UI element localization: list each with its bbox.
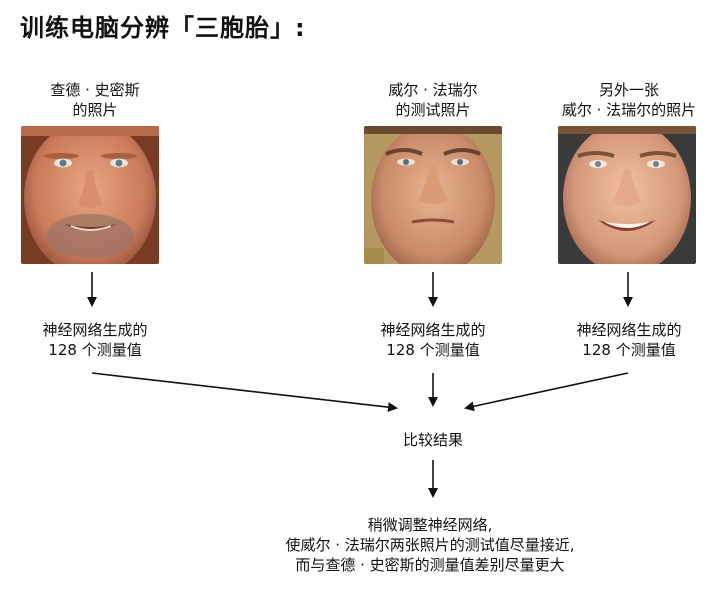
measurement-line: 128 个测量值 bbox=[48, 341, 142, 359]
caption-line: 威尔 · 法瑞尔的照片 bbox=[561, 101, 697, 119]
measurement-line: 128 个测量值 bbox=[582, 341, 676, 359]
measurement-line: 128 个测量值 bbox=[386, 341, 480, 359]
measurement-line: 神经网络生成的 bbox=[576, 321, 682, 339]
photo-will-ferrell-test bbox=[364, 126, 502, 264]
caption-line: 的测试照片 bbox=[395, 101, 471, 119]
measurement-label-chad: 神经网络生成的 128 个测量值 bbox=[30, 320, 160, 360]
adjustment-line: 稍微调整神经网络, bbox=[367, 516, 493, 534]
photo-will-ferrell-other bbox=[558, 126, 696, 264]
measurement-label-will-other: 神经网络生成的 128 个测量值 bbox=[564, 320, 694, 360]
caption-line: 另外一张 bbox=[598, 81, 659, 99]
measurement-line: 神经网络生成的 bbox=[42, 321, 148, 339]
adjustment-line: 使威尔 · 法瑞尔两张照片的测试值尽量接近, bbox=[285, 536, 575, 554]
diagram-title: 训练电脑分辨「三胞胎」: bbox=[20, 14, 306, 42]
caption-chad: 查德 · 史密斯 的照片 bbox=[30, 80, 160, 120]
compare-results-label: 比较结果 bbox=[402, 431, 463, 449]
adjustment-line: 而与查德 · 史密斯的测量值差别尽量更大 bbox=[295, 556, 565, 574]
measurement-label-will-test: 神经网络生成的 128 个测量值 bbox=[368, 320, 498, 360]
caption-will-test: 威尔 · 法瑞尔 的测试照片 bbox=[368, 80, 498, 120]
arrow-chad-to-compare bbox=[91, 372, 398, 413]
measurement-line: 神经网络生成的 bbox=[380, 321, 486, 339]
caption-line: 的照片 bbox=[72, 101, 118, 119]
photo-chad-smith bbox=[21, 126, 159, 264]
caption-line: 查德 · 史密斯 bbox=[50, 81, 140, 99]
caption-will-other: 另外一张 威尔 · 法瑞尔的照片 bbox=[548, 80, 710, 120]
adjustment-description: 稍微调整神经网络, 使威尔 · 法瑞尔两张照片的测试值尽量接近, 而与查德 · … bbox=[220, 515, 640, 575]
caption-line: 威尔 · 法瑞尔 bbox=[388, 81, 478, 99]
arrow-will-other-to-compare bbox=[464, 372, 629, 412]
